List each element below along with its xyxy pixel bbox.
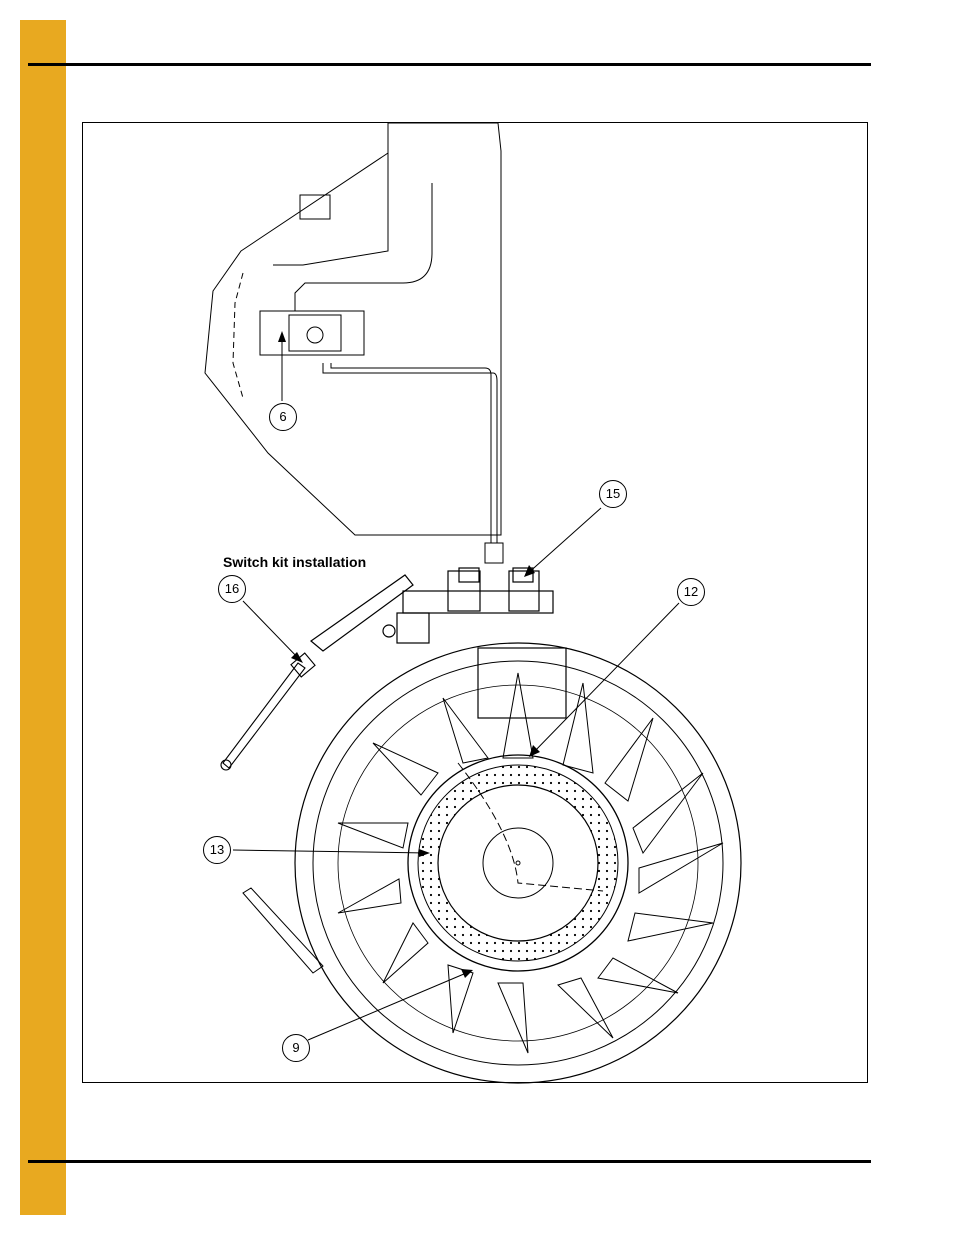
callout-9: 9 [282,1034,310,1062]
figure-caption: Switch kit installation [223,554,366,570]
callout-13: 13 [203,836,231,864]
callout-12: 12 [677,578,705,606]
header-rule [28,63,871,66]
upper-housing-panel [205,123,503,563]
figure-frame: Switch kit installation 6 15 16 12 13 9 [82,122,868,1083]
callout-16: 16 [218,575,246,603]
callout-15: 15 [599,480,627,508]
gas-line-rod [221,653,315,770]
valve-train [311,568,553,651]
technical-drawing [83,123,869,1084]
burner-assembly [243,643,741,1083]
side-color-band [20,20,66,1215]
callout-6: 6 [269,403,297,431]
footer-rule [28,1160,871,1163]
